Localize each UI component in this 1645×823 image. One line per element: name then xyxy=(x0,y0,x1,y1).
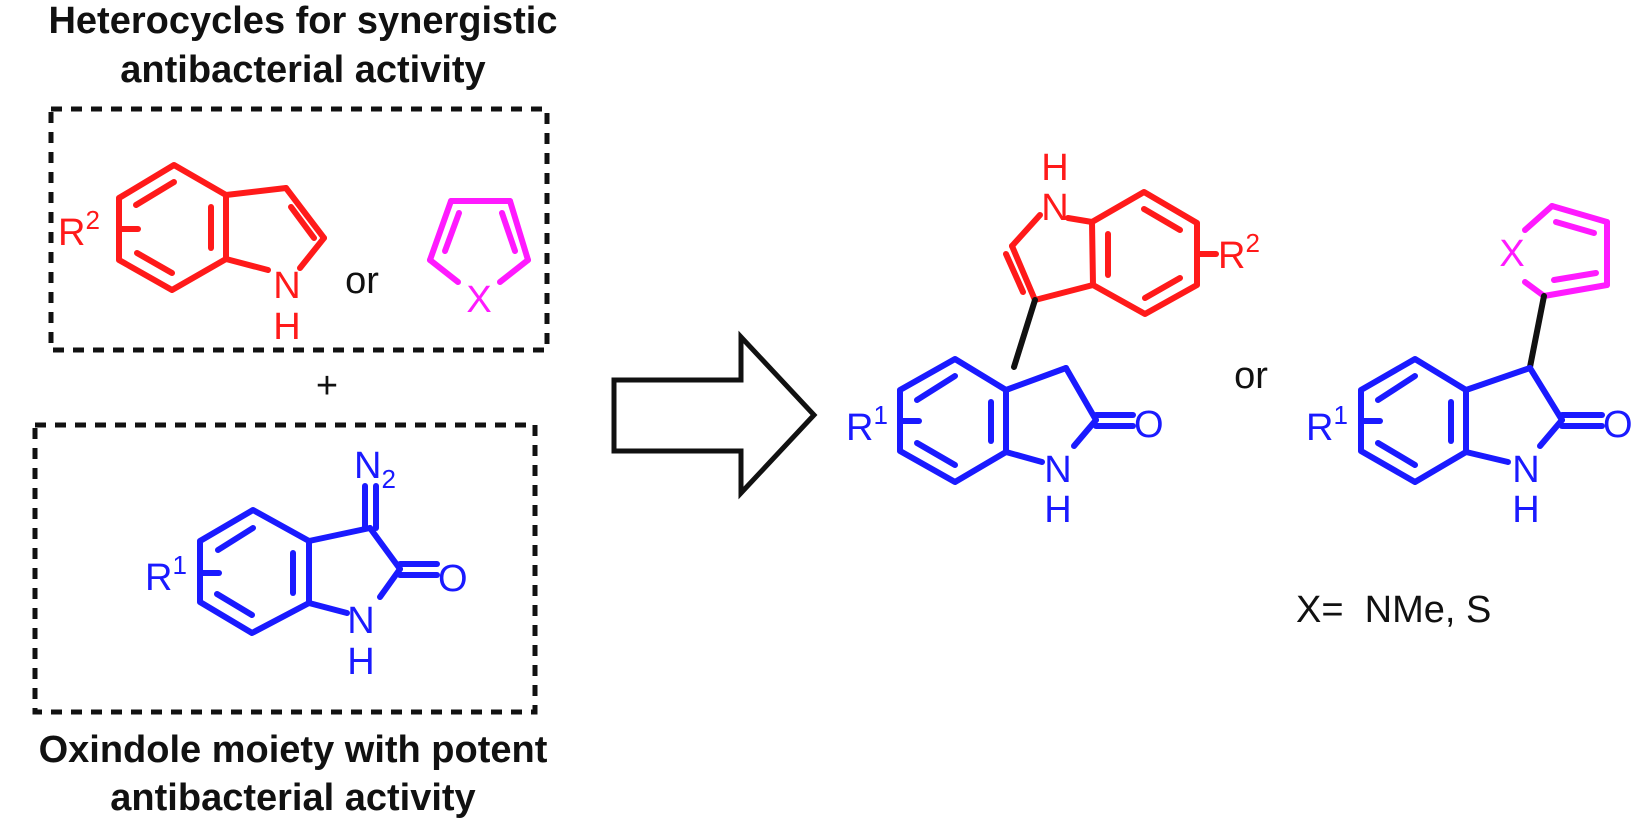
product2-r1-label: R1 xyxy=(1306,400,1348,449)
product-five-ring-structure xyxy=(1522,203,1610,299)
product-indole-r2-label: R2 xyxy=(1218,228,1260,277)
indole-n-label: N xyxy=(273,265,300,307)
diazo-oxindole-r1-label: R1 xyxy=(145,550,187,599)
oxindole-title-line1: Oxindole moiety with potent xyxy=(39,729,548,771)
or-text-products: or xyxy=(1234,355,1268,397)
diazo-oxindole-n-label: N xyxy=(347,600,374,642)
indole-r2-label: R2 xyxy=(58,205,100,254)
product2-oxindole-structure xyxy=(1358,356,1605,485)
heterocycle-title-line2: antibacterial activity xyxy=(120,49,485,91)
product-indole-structure xyxy=(1003,189,1219,317)
diazo-oxindole-o-label: O xyxy=(438,558,468,600)
product1-n-label: N xyxy=(1044,449,1071,491)
or-text-top: or xyxy=(345,260,379,302)
product1-r1-label: R1 xyxy=(846,400,888,449)
product1-linking-bond xyxy=(1011,297,1038,370)
diazo-n2-label: N2 xyxy=(354,445,396,494)
product2-o-label: O xyxy=(1603,404,1633,446)
product-five-ring-x-label: X xyxy=(1499,233,1524,275)
product1-h-label: H xyxy=(1044,489,1071,531)
product1-o-label: O xyxy=(1134,404,1164,446)
five-ring-structure xyxy=(427,198,531,285)
product2-n-label: N xyxy=(1512,449,1539,491)
product-indole-h-label: H xyxy=(1041,147,1068,189)
product1-oxindole-structure xyxy=(897,356,1136,485)
oxindole-title-line2: antibacterial activity xyxy=(110,777,475,819)
plus-sign: + xyxy=(316,365,338,407)
product2-h-label: H xyxy=(1512,489,1539,531)
heterocycle-dashed-box xyxy=(48,106,550,353)
indole-h-label: H xyxy=(273,306,300,348)
reaction-arrow-icon xyxy=(611,330,818,500)
x-definition-note: X= NMe, S xyxy=(1296,589,1491,631)
indole-structure xyxy=(116,162,327,293)
heterocycle-title-line1: Heterocycles for synergistic xyxy=(48,0,557,42)
five-ring-x-label: X xyxy=(466,279,491,321)
product-indole-n-label: N xyxy=(1041,187,1068,229)
diazo-oxindole-structure xyxy=(197,483,440,636)
product2-linking-bond xyxy=(1527,293,1547,370)
diazo-oxindole-h-label: H xyxy=(347,641,374,683)
oxindole-dashed-box xyxy=(32,422,538,715)
